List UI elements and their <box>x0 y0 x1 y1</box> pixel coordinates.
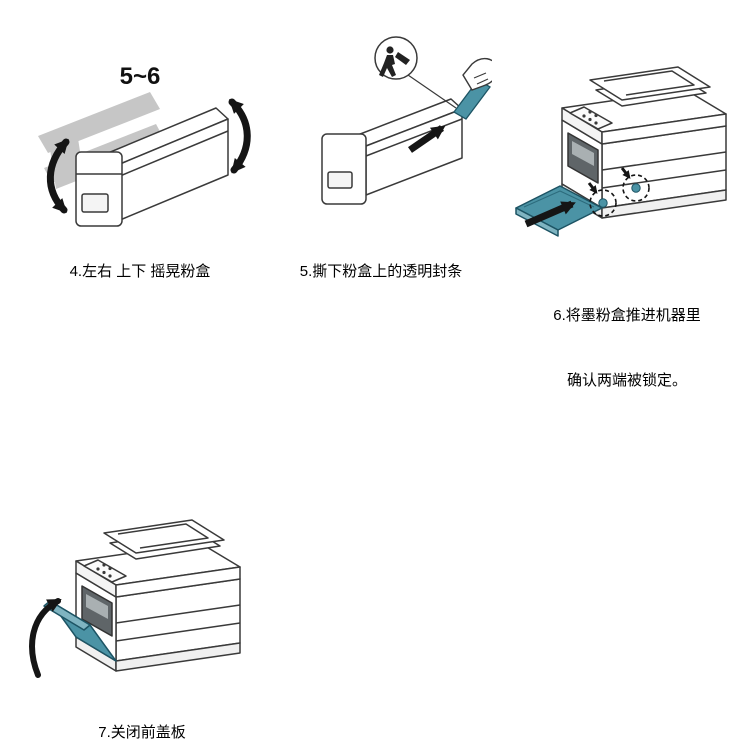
seal-pictogram-icon <box>374 36 457 109</box>
step5-illustration <box>270 18 492 253</box>
seal-tape <box>453 79 491 120</box>
step5-caption: 5.撕下粉盒上的透明封条 <box>299 263 463 280</box>
shake-arrows-icon <box>46 98 251 214</box>
step5-panel: 5.撕下粉盒上的透明封条 <box>270 18 492 283</box>
steps-row-2: 7.关闭前盖板 <box>22 459 750 744</box>
step7-caption: 7.关闭前盖板 <box>98 724 186 741</box>
step6-caption: 6.将墨粉盒推进机器里 确认两端被锁定。 <box>553 261 701 435</box>
step6-illustration <box>504 18 750 253</box>
insert-arrow-icon <box>524 200 576 228</box>
lock-point-circles <box>587 167 650 217</box>
pull-arrow-icon <box>408 125 446 153</box>
step6-caption-line1: 6.将墨粉盒推进机器里 <box>553 306 701 324</box>
step6-caption-line2: 确认两端被锁定。 <box>566 371 687 389</box>
step4-illustration: 5~6 <box>22 18 258 253</box>
toner-cartridge <box>321 98 463 205</box>
step4-panel: 5~6 4.左右 上下 摇晃粉盒 <box>22 18 258 283</box>
shake-count-label: 5~6 <box>120 63 161 90</box>
hand <box>462 57 492 91</box>
close-arrow-icon <box>29 598 62 678</box>
step7-panel: 7.关闭前盖板 <box>22 459 262 744</box>
step6-panel: 6.将墨粉盒推进机器里 确认两端被锁定。 <box>504 18 750 435</box>
toner-cartridge <box>75 107 229 227</box>
steps-row-1: 5~6 4.左右 上下 摇晃粉盒 <box>22 18 750 435</box>
step4-caption: 4.左右 上下 摇晃粉盒 <box>69 263 211 280</box>
step7-illustration <box>22 459 262 714</box>
printer-illustration <box>561 66 727 219</box>
